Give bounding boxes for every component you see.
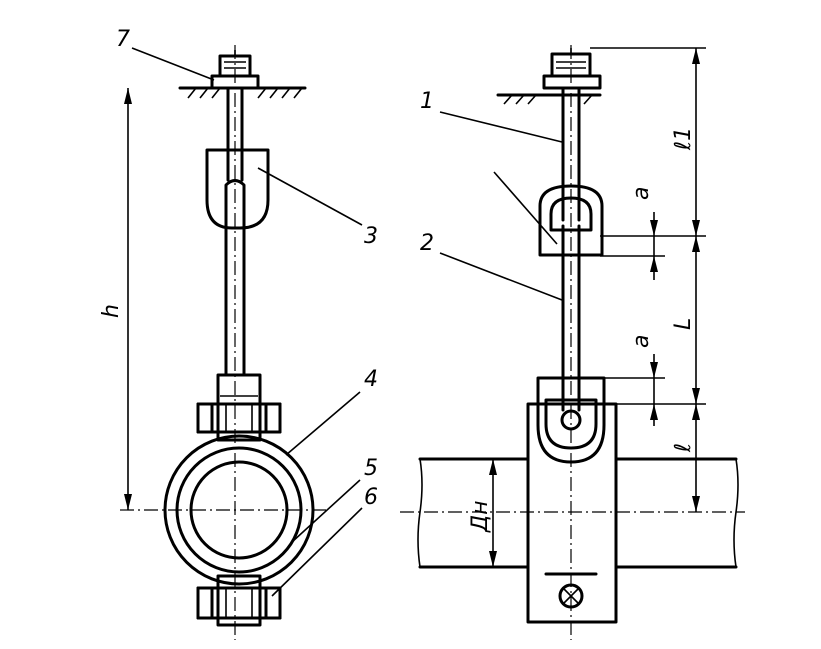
dim-label-h: h [99, 304, 124, 318]
lower-rod-right [561, 224, 581, 412]
nut-right [542, 48, 602, 90]
front-view [120, 45, 363, 640]
coupling-link-left [205, 148, 270, 230]
callout-6: 6 [364, 485, 378, 510]
dim-label-a-bottom: a [629, 335, 654, 348]
dimension-h [124, 88, 132, 510]
dim-label-a-top: a [629, 187, 654, 200]
side-view [400, 45, 745, 640]
callout-1: 1 [420, 89, 434, 114]
upper-rod-left [226, 86, 244, 182]
callout-4: 4 [364, 367, 378, 392]
lower-rod-left [224, 179, 246, 377]
pipe-clamp-left [163, 373, 315, 627]
dim-label-L: L [671, 318, 696, 330]
callout-5: 5 [364, 456, 378, 481]
callout-7: 7 [116, 27, 130, 52]
callout-2: 2 [420, 231, 434, 256]
dimension-chain-right [489, 48, 700, 567]
pipe-right [417, 457, 739, 569]
clamp-body-right [526, 376, 618, 624]
callout-3: 3 [364, 224, 378, 249]
dim-label-l1: ℓ1 [671, 127, 696, 151]
dim-label-dn: Дн [468, 500, 493, 533]
dim-label-l: ℓ [671, 443, 696, 453]
ceiling-right [496, 93, 602, 105]
